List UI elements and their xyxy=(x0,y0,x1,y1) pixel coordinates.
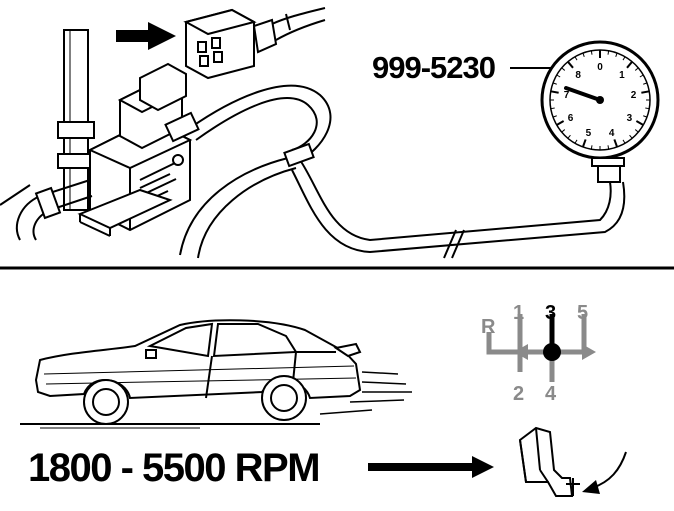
gauge-dial-number: 0 xyxy=(597,62,603,73)
gauge-tick xyxy=(550,107,555,110)
gauge-dial-number: 7 xyxy=(564,90,570,101)
gauge-tick xyxy=(622,139,626,144)
gauge-tick xyxy=(639,74,644,78)
gear-label-3: 3 xyxy=(545,302,557,324)
gauge-dial-numbers: 0 12 3 4 5 6 78 xyxy=(564,62,637,139)
gauge-tick xyxy=(590,145,593,150)
gauge-tick xyxy=(629,134,633,139)
tool-part-number: 999-5230 xyxy=(372,50,496,85)
gauge-tick xyxy=(590,50,593,55)
gauge-dial-number: 1 xyxy=(619,70,625,81)
electrical-connector xyxy=(183,7,326,80)
vacuum-hose xyxy=(179,84,626,259)
gauge-tick xyxy=(567,61,574,69)
gauge-tick xyxy=(613,139,619,148)
gauge-needle xyxy=(564,86,602,102)
gauge-tick xyxy=(550,90,559,94)
hose-break-mark xyxy=(443,229,465,259)
gauge-ticks xyxy=(550,50,650,150)
gauge-tick xyxy=(574,56,578,61)
solenoid-valve xyxy=(0,29,200,241)
gauge-dial-number: 4 xyxy=(609,128,615,139)
gauge-dial-number: 5 xyxy=(586,128,592,139)
gauge-dial-number: 3 xyxy=(627,113,633,124)
gear-label-2: 2 xyxy=(513,383,525,405)
gauge-tick xyxy=(615,52,618,57)
gauge-tick xyxy=(552,82,557,85)
gauge-tick xyxy=(634,67,639,71)
gauge-tick xyxy=(645,107,650,110)
gauge-tick xyxy=(567,134,571,139)
gear-label-5: 5 xyxy=(577,302,589,324)
gear-label-reverse: R xyxy=(481,316,496,338)
rpm-arrow xyxy=(368,456,494,478)
gauge-tick xyxy=(556,74,561,78)
pointer-arrow xyxy=(116,22,176,50)
pedal-press-arrow xyxy=(582,451,627,494)
gauge-tick xyxy=(561,67,566,71)
gauge-tick xyxy=(607,145,610,150)
t-fitting xyxy=(283,142,315,168)
gauge-tick xyxy=(552,115,557,118)
gauge-tick xyxy=(635,120,644,126)
gear-label-1: 1 xyxy=(513,302,525,324)
accelerator-pedal xyxy=(518,426,580,497)
gauge-tick xyxy=(607,50,610,55)
gauge-tick xyxy=(626,61,633,69)
gauge-tick xyxy=(622,56,626,61)
gauge-dial-number: 2 xyxy=(631,90,637,101)
motion-lines xyxy=(319,371,412,415)
gauge-tick xyxy=(643,82,648,85)
gauge-tick xyxy=(556,120,565,126)
gauge-tick xyxy=(643,115,648,118)
gauge-tick xyxy=(641,90,650,94)
rpm-range-label: 1800 - 5500 RPM xyxy=(28,446,321,490)
gauge-dial-number: 8 xyxy=(575,70,581,81)
gauge-tick xyxy=(581,139,587,148)
gauge-tick xyxy=(574,139,578,144)
gauge-tick xyxy=(561,129,566,133)
gearshift-pattern xyxy=(486,314,596,382)
gear-label-4: 4 xyxy=(545,383,557,405)
gear-knob-position xyxy=(543,343,561,361)
gauge-dial-number: 6 xyxy=(568,113,574,124)
gauge-tick xyxy=(582,52,585,57)
car-illustration xyxy=(20,319,362,429)
gauge-tick xyxy=(634,129,639,133)
vacuum-gauge: 0 12 3 4 5 6 78 xyxy=(540,40,660,183)
